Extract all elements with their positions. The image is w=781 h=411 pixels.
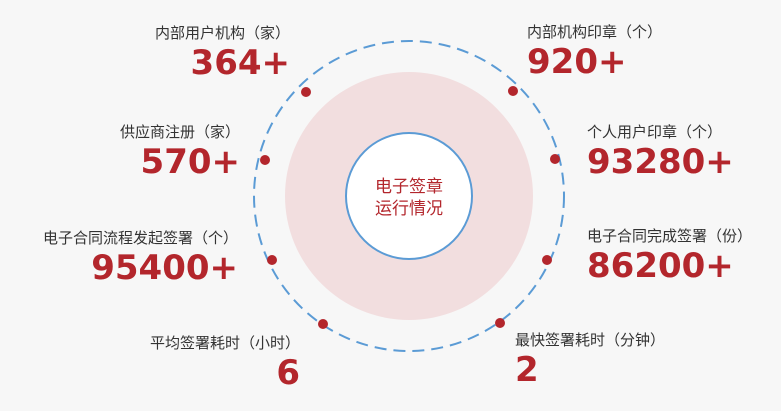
stat-label: 最快签署耗时（分钟） [515,331,666,349]
stat-value: 570+ [140,142,240,182]
center-title-line2: 运行情况 [375,199,443,219]
stat-avg-sign-time: 平均签署耗时（小时） 6 [150,333,300,393]
stat-contract-initiated: 电子合同流程发起签署（个） 95400+ [43,228,238,288]
stat-label: 个人用户印章（个） [587,123,723,141]
stat-fastest-sign-time: 最快签署耗时（分钟） 2 [515,330,665,390]
stat-contract-completed: 电子合同完成签署（份） 86200+ [587,226,752,286]
stat-label: 电子合同完成签署（份） [587,227,753,245]
stat-value: 95400+ [91,248,238,288]
marker-dot-personal-seals [550,154,560,164]
stat-label: 供应商注册（家） [119,123,240,141]
stat-value: 920+ [527,42,627,82]
stat-value: 364+ [190,43,290,83]
marker-dot-fastest-sign-time [495,318,505,328]
marker-dot-suppliers [260,155,270,165]
stat-label: 内部机构印章（个） [527,23,663,41]
marker-dot-contract-initiated [267,255,277,265]
stat-value: 93280+ [587,142,734,182]
center-title-line1: 电子签章 [375,177,443,197]
stat-value: 86200+ [587,246,734,286]
stat-value: 6 [276,353,300,393]
stat-label: 内部用户机构（家） [154,24,290,42]
stat-label: 平均签署耗时（小时） [149,334,300,352]
marker-dot-internal-seals [508,86,518,96]
stat-internal-users: 内部用户机构（家） 364+ [155,23,290,83]
marker-dot-avg-sign-time [318,319,328,329]
stat-label: 电子合同流程发起签署（个） [42,229,238,247]
stat-personal-seals: 个人用户印章（个） 93280+ [587,122,734,182]
inner-circle [345,132,473,260]
stat-suppliers: 供应商注册（家） 570+ [120,122,240,182]
marker-dot-contract-completed [542,255,552,265]
marker-dot-internal-users [301,87,311,97]
center-title: 电子签章 运行情况 [346,176,472,220]
stat-value: 2 [515,350,539,390]
stat-internal-seals: 内部机构印章（个） 920+ [527,22,662,82]
outer-dashed-ring [253,40,565,352]
